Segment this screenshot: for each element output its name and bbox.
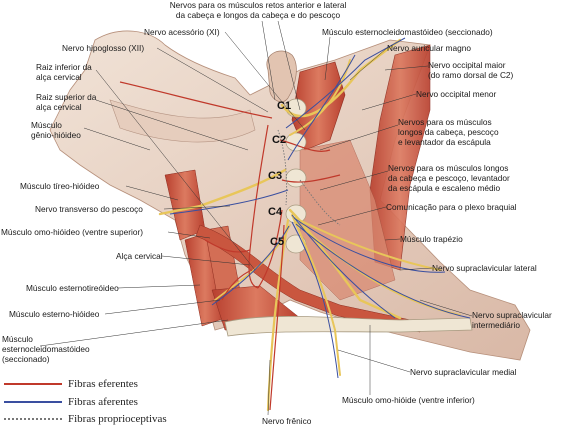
label-hypoglossal: Nervo hipoglosso (XII) [62,43,145,53]
label-omohyoid-superior: Músculo omo-hióideo (ventre superior) [1,227,144,237]
leader-scm-top [324,36,331,81]
level-c4: C4 [268,206,283,218]
leader-geniohyoid [83,127,151,151]
label-longus-scalene: Nervos para os músculos longos da cabeça… [388,163,510,193]
label-scm-top: Músculo esternocleidomastóideo (secciona… [322,27,493,37]
level-c3: C3 [268,170,283,182]
leader-supra-lateral [399,267,433,271]
legend-proprioceptive: Fibras proprioceptivas [4,413,167,425]
legend-proprioceptive-swatch [4,418,62,421]
label-lesser-occipital: Nervo occipital menor [416,89,497,99]
leader-phrenic [267,359,271,416]
leader-supra-intermediate [419,299,473,317]
afferent-fibers [169,37,471,379]
label-omohyoid-inferior: Músculo omo-hióide (ventre inferior) [342,395,475,405]
label-thyrohyoid: Músculo tíreo-hióideo [20,181,100,191]
label-ansa-superior: Raiz superior da alça cervical [36,92,97,112]
leader-lesser-occipital [361,93,417,111]
leader-top-nerves-2 [277,20,301,111]
nerve-trunks [158,38,461,412]
label-ansa-inferior: Raiz inferior da alça cervical [36,62,92,82]
label-scm-bottom: Músculo esternocleidomastóideo (secciona… [2,334,90,364]
leader-ansa-inferior [95,69,256,271]
leader-brachial [317,206,387,226]
scalene-muscles [299,139,396,301]
legend-efferent: Fibras eferentes [4,378,138,390]
legend-afferent-label: Fibras aferentes [68,396,138,408]
label-supraclavicular-lateral: Nervo supraclavicular lateral [432,263,537,273]
leader-lines [39,20,473,416]
label-great-auricular: Nervo auricular magno [387,43,471,53]
leader-accessory [224,31,306,131]
leader-sternothyroid [117,284,201,289]
level-c2: C2 [272,134,287,146]
proprioceptive-fibers [277,129,341,226]
leader-top-nerves [261,20,276,101]
level-c1: C1 [277,100,292,112]
label-supraclavicular-medial: Nervo supraclavicular medial [410,367,517,377]
label-accessory: Nervo acessório (XI) [144,27,220,37]
leader-great-auricular [349,47,388,81]
label-top-nerves: Nervos para os músculos retos anterior e… [169,0,347,20]
leader-trapezius [384,238,401,241]
legend-proprioceptive-label: Fibras proprioceptivas [68,413,167,425]
leader-ansa [161,255,251,266]
mandible [109,99,256,143]
label-brachial-communication: Comunicação para o plexo braquial [386,202,517,212]
leader-thyrohyoid [125,185,179,201]
label-transverse-cervical: Nervo transverso do pescoço [35,204,143,214]
leader-supra-medial [337,349,411,373]
vertebra-c3 [285,168,307,188]
label-trapezius: Músculo trapézio [400,234,463,244]
leader-greater-occipital [384,65,429,71]
leader-transverse [163,205,231,210]
leader-scm-bottom [39,319,229,347]
leader-hypoglossal [156,47,269,113]
label-geniohyoid: Músculo gênio-hióideo [31,120,81,140]
level-c5: C5 [270,236,285,248]
legend-afferent: Fibras aferentes [4,396,138,408]
label-greater-occipital: Nervo occipital maior (do ramo dorsal de… [428,60,514,80]
legend-afferent-swatch [4,401,62,404]
legend-efferent-swatch [4,383,62,386]
scm-upper [291,61,346,151]
leader-longus-scalene [319,170,389,191]
label-ansa-cervicalis: Alça cervical [116,251,163,261]
leader-ansa-superior [95,99,249,151]
leader-sternohyoid [104,299,221,315]
label-longus-nerves: Nervos para os músculos longos da cabeça… [398,117,499,147]
legend-efferent-label: Fibras eferentes [68,378,138,390]
label-phrenic: Nervo frênico [262,416,312,426]
label-sternothyroid: Músculo esternotireóideo [26,283,119,293]
ear [266,50,297,103]
label-supraclavicular-intermediate: Nervo supraclavicular intermediário [472,310,552,330]
leader-longus-nerves [319,124,399,151]
label-sternohyoid: Músculo esterno-hióideo [9,309,100,319]
leader-omohyoid-sup [167,231,211,239]
clavicle [224,315,473,337]
